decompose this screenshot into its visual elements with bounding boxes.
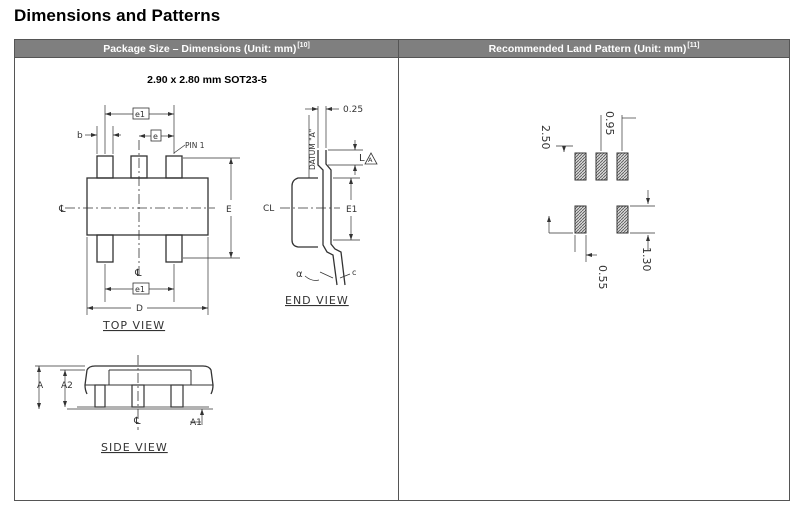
side-view-cl-label: ℄ bbox=[133, 416, 141, 427]
end-view-025-label: 0.25 bbox=[343, 105, 363, 115]
land-pattern-column: Recommended Land Pattern (Unit: mm)[11] bbox=[399, 40, 789, 500]
end-view-drawing: 0.25 DATUM "A" L A CL E1 α c END VIEW bbox=[263, 105, 378, 307]
top-view-e1-label: e1 bbox=[135, 110, 145, 119]
end-view-cl-label: CL bbox=[263, 204, 274, 214]
end-view-L-label: L bbox=[359, 153, 365, 164]
side-view-drawing: A A2 ℄ A1 SIDE VIEW bbox=[35, 355, 214, 454]
top-view-caption: TOP VIEW bbox=[102, 319, 165, 332]
dimensions-table: Package Size – Dimensions (Unit: mm)[10]… bbox=[14, 39, 790, 501]
top-view-pin1-label: PIN 1 bbox=[185, 141, 205, 150]
top-view-e1-bottom-label: e1 bbox=[135, 285, 145, 294]
end-view-E1-label: E1 bbox=[346, 205, 357, 215]
side-view-A2-label: A2 bbox=[61, 381, 73, 391]
end-view-alpha-label: α bbox=[296, 269, 303, 280]
side-view-caption: SIDE VIEW bbox=[101, 441, 168, 454]
end-view-datum-label: DATUM "A" bbox=[308, 129, 317, 170]
land-pattern-drawing: 2.50 0.95 0.55 1.30 bbox=[539, 111, 655, 290]
top-view-e-label: e bbox=[153, 132, 158, 141]
top-view-centerline-bottom: ℄ bbox=[134, 268, 142, 279]
package-size-header-ref: [10] bbox=[297, 42, 310, 49]
page-title: Dimensions and Patterns bbox=[14, 6, 221, 25]
top-view-E-label: E bbox=[226, 205, 232, 215]
package-size-column: Package Size – Dimensions (Unit: mm)[10]… bbox=[15, 40, 399, 500]
land-pattern-header-ref: [11] bbox=[687, 42, 700, 49]
end-view-caption: END VIEW bbox=[285, 294, 349, 307]
top-view-D-label: D bbox=[136, 304, 143, 314]
land-pattern-130-label: 1.30 bbox=[640, 247, 653, 272]
top-view-drawing: b e1 e PIN 1 ℄ E ℄ e1 D TOP VIEW bbox=[58, 105, 240, 332]
package-label: 2.90 x 2.80 mm SOT23-5 bbox=[147, 74, 267, 86]
side-view-A1-label: A1 bbox=[190, 418, 202, 428]
top-view-b-label: b bbox=[77, 131, 83, 141]
side-view-A-label: A bbox=[37, 381, 44, 391]
package-size-header: Package Size – Dimensions (Unit: mm)[10] bbox=[15, 40, 398, 58]
package-size-header-text: Package Size – Dimensions (Unit: mm) bbox=[103, 42, 297, 55]
end-view-ref-A-label: A bbox=[368, 156, 373, 164]
land-pattern-header-text: Recommended Land Pattern (Unit: mm) bbox=[488, 42, 687, 55]
land-pattern-095-label: 0.95 bbox=[603, 111, 616, 136]
land-pattern-250-label: 2.50 bbox=[539, 125, 552, 150]
land-pattern-055-label: 0.55 bbox=[596, 265, 609, 290]
land-pattern-header: Recommended Land Pattern (Unit: mm)[11] bbox=[399, 40, 789, 58]
top-view-centerline-left: ℄ bbox=[58, 204, 66, 215]
end-view-c-label: c bbox=[352, 268, 356, 277]
